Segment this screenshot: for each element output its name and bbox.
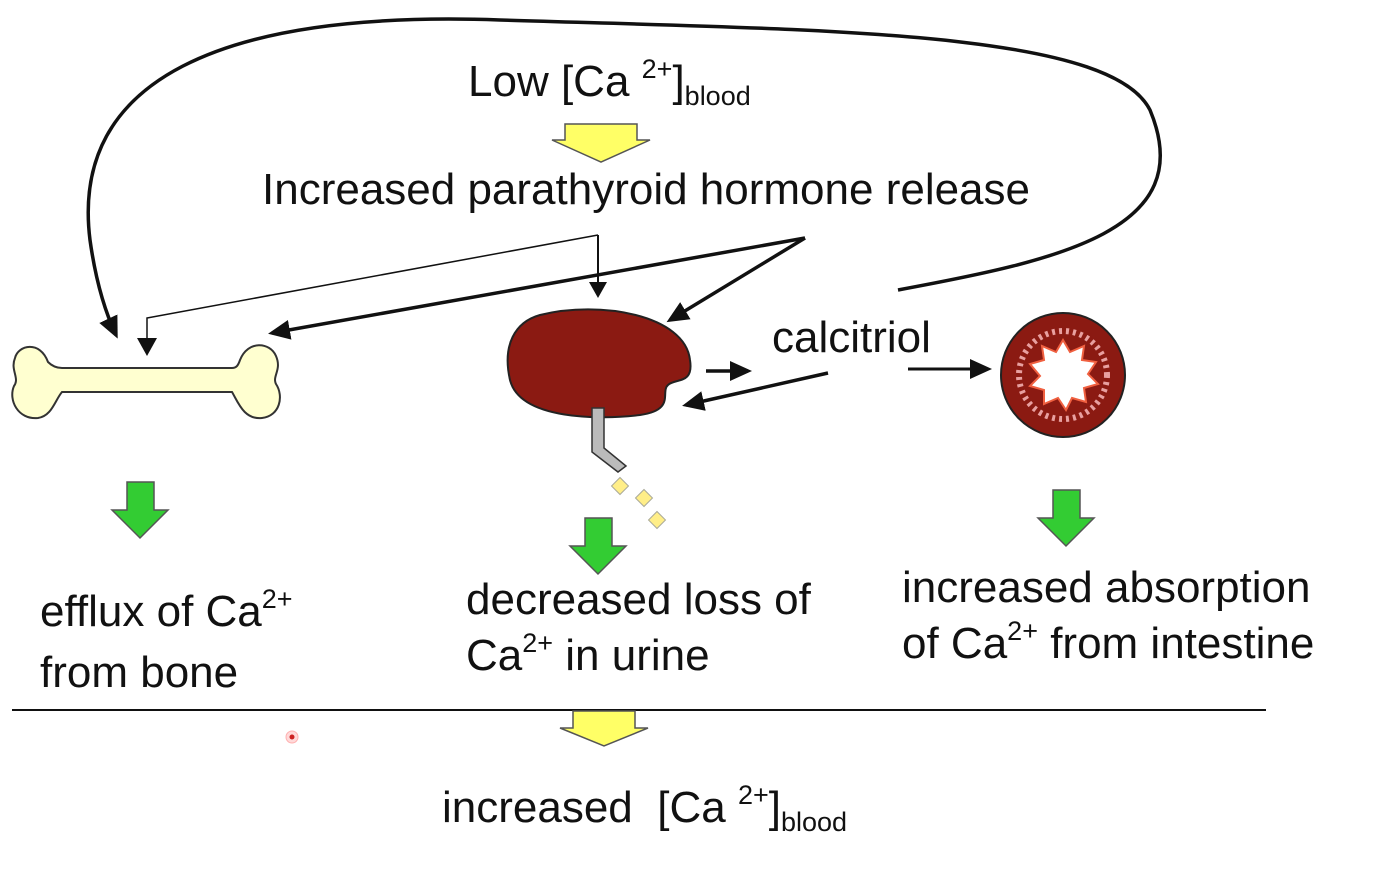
pth-release-label: Increased parathyroid hormone release [262, 165, 1031, 214]
low-calcium-label: Low [Ca 2+]blood [468, 54, 751, 111]
green-down-arrow-icon [568, 517, 628, 576]
calcitriol-to-kidney-arrow [682, 371, 829, 411]
calcitriol-label: calcitriol [772, 313, 931, 362]
intestine-icon [1000, 312, 1126, 438]
pth-to-kidney-thick-arrow [666, 236, 806, 323]
calcitriol-feedback-arrow [86, 17, 1163, 339]
pth-to-bone-arrow [268, 236, 806, 340]
bone-effect-label: efflux of Ca2+ from bone [40, 584, 293, 697]
urine-drop [647, 510, 667, 530]
kidney-effect-label: decreased loss of Ca2+ in urine [466, 575, 811, 680]
green-down-arrow-icon [1036, 489, 1096, 548]
bone-icon [11, 344, 281, 420]
kidney-icon [506, 308, 692, 419]
increased-calcium-label: increased [Ca 2+]blood [442, 780, 848, 837]
yellow-down-arrow-icon [559, 710, 649, 747]
yellow-down-arrow-icon [551, 123, 651, 163]
intestine-effect-label: increased absorption of Ca2+ from intest… [902, 563, 1315, 668]
ureter-icon [591, 407, 628, 473]
urine-drop [634, 488, 654, 508]
urine-drop [610, 476, 630, 496]
green-down-arrow-icon [110, 481, 170, 540]
